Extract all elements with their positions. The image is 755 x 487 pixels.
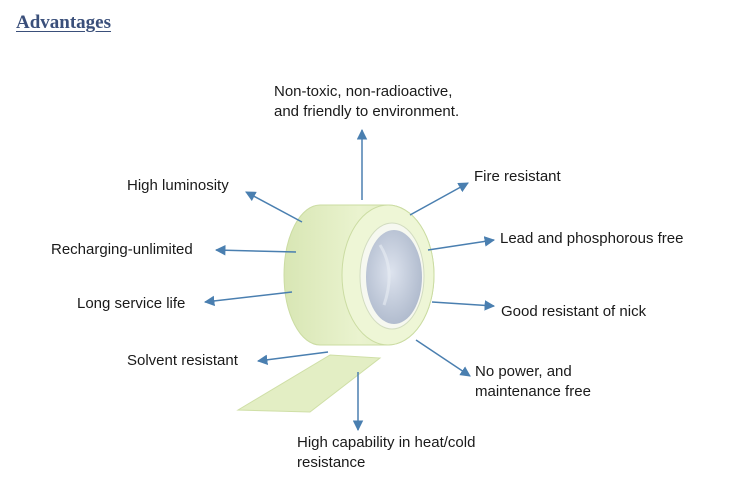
label-lead-free: Lead and phosphorous free: [500, 230, 684, 247]
label-non-toxic: Non-toxic, non-radioactive, and friendly…: [274, 83, 460, 120]
label-fire-resistant: Fire resistant: [474, 168, 561, 185]
arrow-recharge: [214, 244, 297, 256]
arrow-lum: [245, 191, 303, 223]
tape-strip: [236, 354, 382, 413]
arrow-fire: [409, 182, 469, 216]
label-luminosity: High luminosity: [127, 177, 229, 194]
arrow-nick: [431, 300, 496, 311]
arrow-power: [415, 339, 471, 377]
arrow-solvent: [256, 351, 329, 366]
label-service-life: Long service life: [77, 295, 186, 312]
page-heading: Advantages: [16, 12, 112, 33]
label-recharging: Recharging-unlimited: [51, 241, 193, 258]
arrow-life: [203, 291, 293, 307]
tape-roll: [283, 204, 435, 346]
label-heat-cold: High capability in heat/cold resistance: [297, 434, 476, 471]
label-no-power: No power, and maintenance free: [475, 363, 591, 400]
arrow-lead: [427, 236, 496, 251]
label-solvent: Solvent resistant: [127, 352, 238, 369]
label-nick-resistant: Good resistant of nick: [501, 303, 647, 320]
arrows: [203, 128, 496, 432]
